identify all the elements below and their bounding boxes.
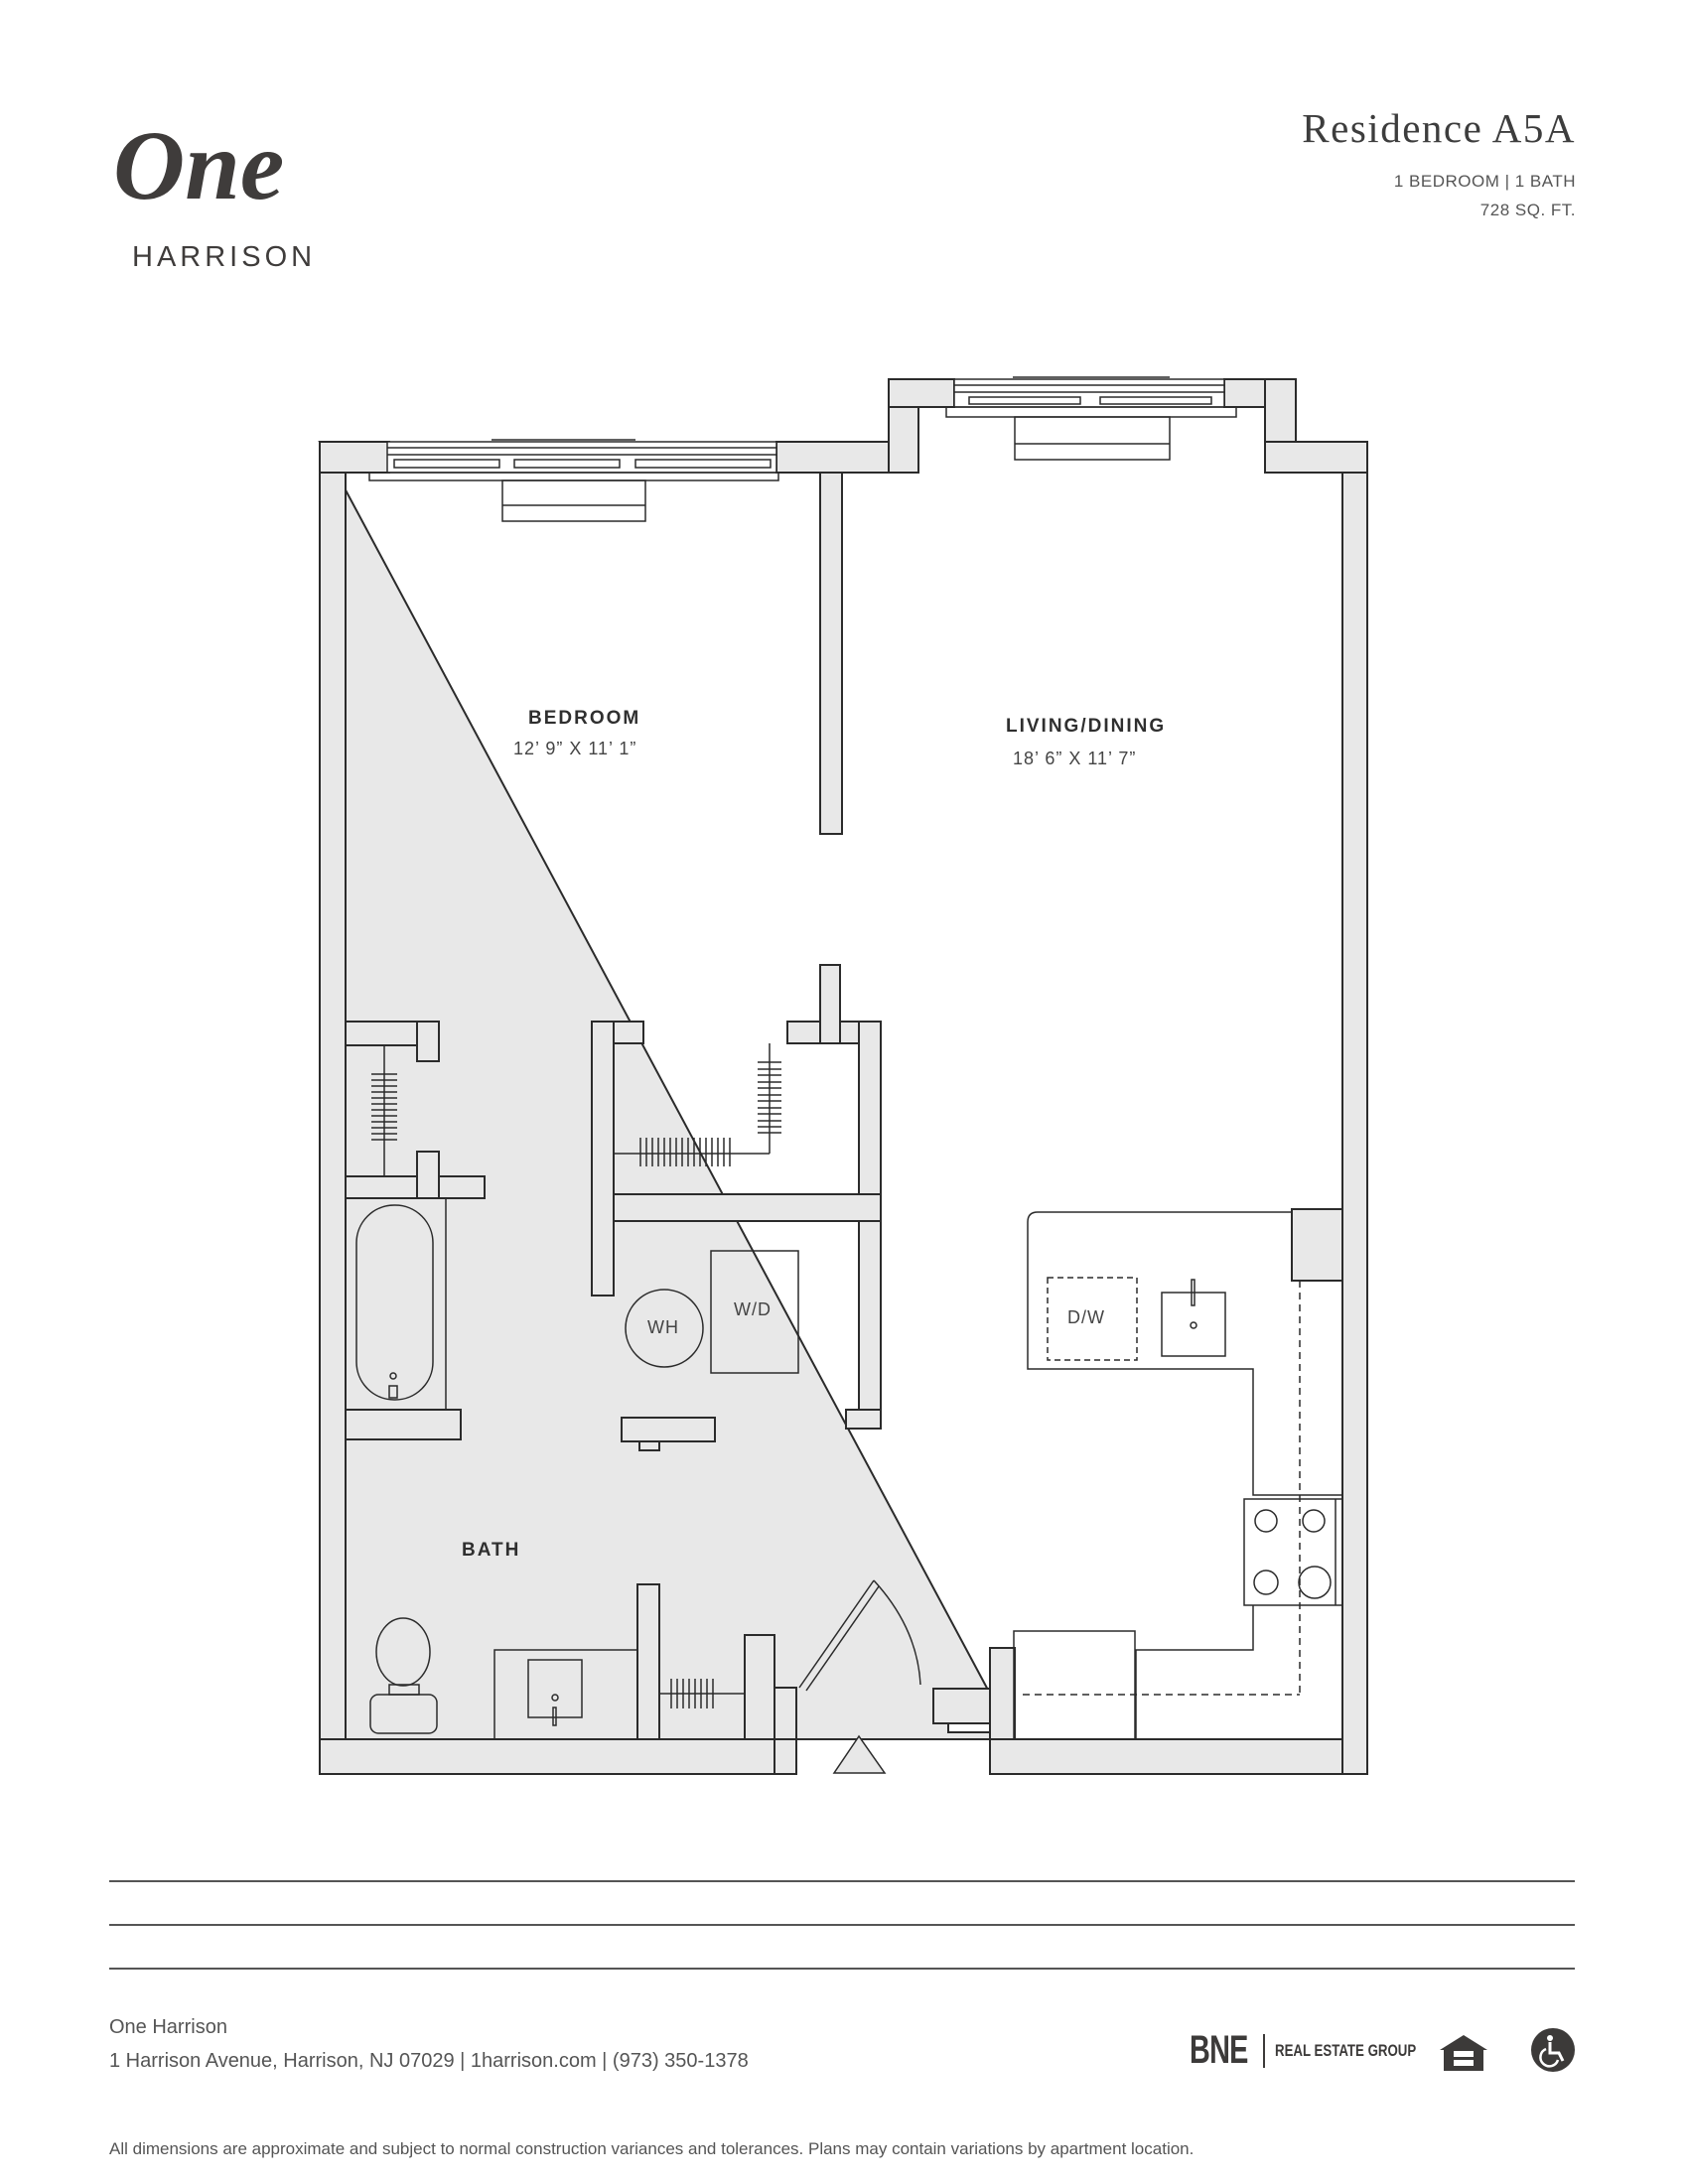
- kitchen-sink: [1161, 1292, 1226, 1357]
- bathtub: [345, 1197, 447, 1411]
- living-window: [945, 376, 1237, 461]
- room-label-bath: BATH: [462, 1540, 521, 1561]
- bne-text: REAL ESTATE GROUP: [1275, 2040, 1417, 2060]
- svg-text:One: One: [113, 110, 284, 220]
- square-footage: 728 SQ. FT.: [1479, 201, 1576, 219]
- room-dim-bedroom: 12’ 9” X 11’ 1”: [513, 739, 637, 758]
- washer-dryer: [710, 1250, 799, 1374]
- room-dim-living-dining: 18’ 6” X 11’ 7”: [1013, 749, 1137, 768]
- bne-mark: BNE: [1190, 2028, 1248, 2072]
- note-line-1: [109, 1880, 1575, 1882]
- one-script-logo: One: [113, 110, 284, 220]
- equal-housing-icon: [1440, 2035, 1487, 2071]
- bed-bath-count: 1 BEDROOM | 1 BATH: [1393, 172, 1576, 191]
- exterior-walls: [318, 378, 1368, 1775]
- kitchen-base-cabinets: [1013, 1605, 1254, 1740]
- room-label-bedroom: BEDROOM: [528, 708, 641, 729]
- washer-dryer-label: W/D: [734, 1299, 772, 1319]
- bne-divider: [1263, 2033, 1265, 2068]
- residence-title: Residence A5A: [1302, 105, 1576, 151]
- walls: [319, 378, 1368, 1775]
- bath-vanity: [493, 1649, 638, 1740]
- footer-address: 1 Harrison Avenue, Harrison, NJ 07029 | …: [109, 2050, 749, 2072]
- room-label-living-dining: LIVING/DINING: [1006, 716, 1167, 737]
- note-line-2: [109, 1924, 1575, 1926]
- toilet: [369, 1617, 438, 1734]
- footer-property-name: One Harrison: [109, 2016, 227, 2038]
- kitchen-counter: [1023, 1211, 1342, 1696]
- accessibility-icon: [1531, 2028, 1575, 2072]
- bedroom-window: [368, 439, 779, 522]
- water-heater: [625, 1289, 704, 1368]
- note-line-3: [109, 1968, 1575, 1970]
- dishwasher-label: D/W: [1067, 1307, 1105, 1327]
- water-heater-label: WH: [647, 1317, 679, 1337]
- closet-rods: [371, 1043, 781, 1708]
- logo-harrison-text: HARRISON: [132, 241, 317, 273]
- floor-plan: [318, 376, 1368, 1775]
- range-stove: [1243, 1498, 1343, 1606]
- dishwasher-outline: [1047, 1277, 1138, 1361]
- entry-door: [798, 1579, 921, 1774]
- bne-logo: BNE REAL ESTATE GROUP: [1190, 2028, 1456, 2073]
- disclaimer: All dimensions are approximate and subje…: [109, 2139, 1195, 2158]
